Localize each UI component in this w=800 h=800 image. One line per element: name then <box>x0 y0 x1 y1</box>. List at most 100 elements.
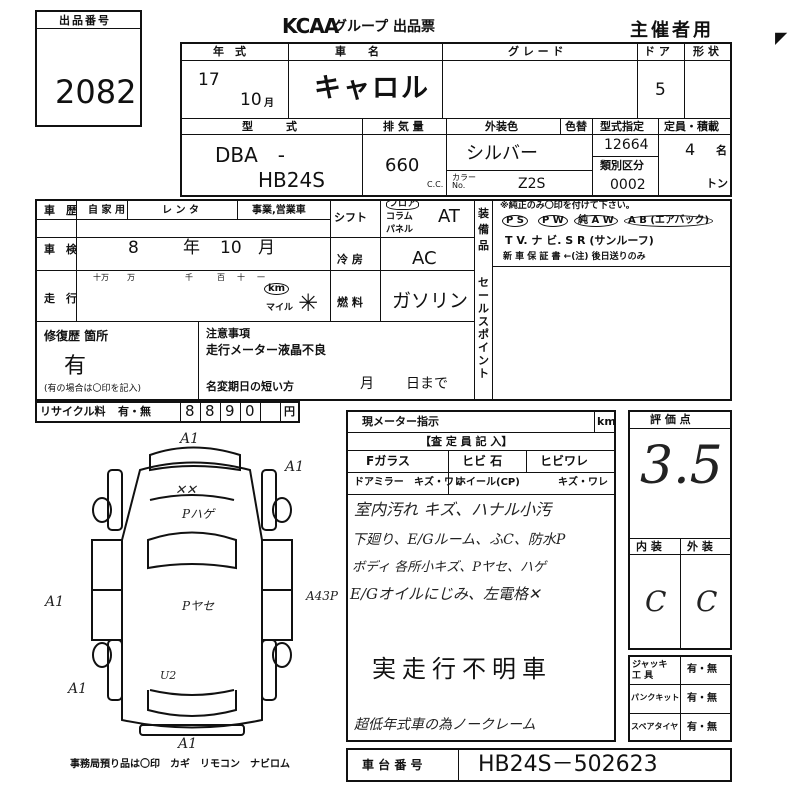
document-title: グループ 出品票 <box>333 19 436 35</box>
repair-note: (有の場合は〇印を記入) <box>44 384 142 394</box>
capacity-unit: 名 <box>716 144 727 157</box>
deadline-month: 月 <box>360 376 374 392</box>
month-unit: 月 <box>264 98 274 109</box>
class-value: 0002 <box>610 177 646 193</box>
mile-cross-mark: ✳ <box>298 289 319 317</box>
chip-label[interactable]: ヒビ 石 <box>462 454 503 468</box>
car-name-value: キャロル <box>314 73 430 104</box>
inspection-year-unit: 年 <box>183 238 200 258</box>
equipment-tv-navi[interactable]: T V. ナ ビ. S R (サンルーフ) <box>505 234 654 247</box>
shift-option-column[interactable]: コラム <box>386 212 413 222</box>
km-label[interactable]: km <box>264 283 290 295</box>
rating-score: 3.5 <box>640 436 723 496</box>
history-label: 車 歴 <box>44 204 77 217</box>
crack-label[interactable]: ヒビワレ <box>540 454 589 468</box>
recycle-choice[interactable]: 有・無 <box>118 405 151 418</box>
grade-label: グ レ ー ド <box>508 45 564 58</box>
history-option-private[interactable]: 自 家 用 <box>88 205 125 216</box>
recycle-label: リサイクル料 <box>40 405 106 418</box>
mileage-unit-100k: 十万 <box>93 273 109 282</box>
corner-mark-icon: ◤ <box>775 28 788 47</box>
chassis-label: 車 台 番 号 <box>362 758 423 772</box>
jack-value[interactable]: 有・無 <box>687 664 717 675</box>
car-name-label: 車 名 <box>335 45 379 58</box>
chassis-number: HB24S－502623 <box>478 752 658 777</box>
diagram-mark-rear-left: A1 <box>68 681 88 697</box>
diagram-rear-text: U2 <box>160 669 177 682</box>
exterior-label: 外 装 <box>687 540 713 553</box>
mile-label[interactable]: マイル <box>266 303 294 313</box>
equipment-note: ※純正のみ〇印を付けて下さい。 <box>500 201 635 211</box>
inspector-note-1: 室内汚れ キズ、ハナル小汚 <box>354 500 552 519</box>
history-block <box>35 199 732 401</box>
exterior-color-label: 外装色 <box>485 120 518 133</box>
shift-option-panel[interactable]: パネル <box>386 225 414 235</box>
shift-value: AT <box>438 206 460 227</box>
shift-option-floor[interactable]: フロア <box>386 199 420 210</box>
fuel-label: 燃 料 <box>337 296 363 309</box>
equipment-pw[interactable]: P W <box>538 215 568 227</box>
doors-value: 5 <box>655 80 666 100</box>
glass-label: Fガラス <box>366 454 410 468</box>
mileage-unit-10: 十 <box>237 273 245 282</box>
displacement-value: 660 <box>385 155 420 176</box>
inspector-footnote: 超低年式車の為ノークレーム <box>354 717 536 733</box>
mileage-unit-10k: 万 <box>127 273 135 282</box>
type-spec-value: 12664 <box>604 137 649 153</box>
wheel-value[interactable]: キズ・ワレ <box>558 477 608 488</box>
equipment-ps[interactable]: P S <box>502 215 529 227</box>
month-value: 10 <box>240 90 262 110</box>
lot-number-value: 2082 <box>55 73 137 111</box>
exterior-color-value: シルバー <box>466 143 538 164</box>
ac-label: 冷 房 <box>337 253 363 266</box>
inspector-block <box>346 410 616 742</box>
recycle-digit-2: 8 <box>205 402 215 420</box>
ac-value: AC <box>412 248 437 269</box>
doors-label: ド ア <box>644 45 670 58</box>
inspector-note-4: E/Gオイルにじみ、左電格✕ <box>350 585 541 603</box>
model-code: DBA - <box>215 143 286 167</box>
capacity-value: 4 <box>685 140 696 159</box>
meter-label: 現メーター指示 <box>362 415 439 428</box>
sale-point-label: セールスポイント <box>478 276 489 380</box>
conclusion-text: 実走行不明車 <box>372 655 552 683</box>
vehicle-info-block <box>180 42 732 197</box>
mileage-unit-100: 百 <box>217 273 225 282</box>
inspection-year: 8 <box>128 238 139 258</box>
spare-tire-label: スペアタイヤ <box>631 722 679 731</box>
class-label: 類別区分 <box>600 159 644 172</box>
equipment-aw[interactable]: 純 A W <box>574 215 618 227</box>
mileage-label: 走 行 <box>44 292 77 305</box>
attention-label: 注意事項 <box>206 327 250 340</box>
recycle-fee-row <box>35 401 300 423</box>
diagram-side-code: A43P <box>306 589 339 603</box>
jack-label: ジャッキ 工 具 <box>632 660 668 681</box>
mirror-value[interactable]: キズ・ワレ <box>414 477 464 488</box>
organizer-copy-label: 主催者用 <box>630 20 714 41</box>
type-spec-label: 型式指定 <box>600 120 644 133</box>
history-option-rental[interactable]: レ ン タ <box>162 205 199 216</box>
equipment-warranty[interactable]: 新 車 保 証 書 ←(注) 後日送りのみ <box>503 252 646 262</box>
interior-label: 内 装 <box>636 540 662 553</box>
history-option-business[interactable]: 事業,営業車 <box>252 205 306 216</box>
diagram-mark-front-right: A1 <box>285 459 305 475</box>
recycle-unit: 円 <box>284 405 295 418</box>
interior-value: C <box>645 585 667 618</box>
model-label: 型 式 <box>242 120 297 133</box>
puncture-kit-value[interactable]: 有・無 <box>687 693 717 704</box>
equipment-airbag[interactable]: A B (エアバック) <box>624 215 714 227</box>
repair-label: 修復歴 箇所 <box>44 329 109 343</box>
inspector-note-2: 下廻り、E/Gルーム、ふC、防水P <box>352 532 566 548</box>
shift-label: シフト <box>334 211 367 224</box>
meter-unit: km <box>597 415 616 428</box>
inspector-note-3: ボディ 各所小キズ、Pヤセ、ハゲ <box>352 560 546 575</box>
spare-tire-value[interactable]: 有・無 <box>687 722 717 733</box>
model-sub: HB24S <box>258 168 325 192</box>
diagram-mark-rear: A1 <box>178 736 198 752</box>
year-value: 17 <box>198 70 220 90</box>
displacement-unit: C.C. <box>427 180 444 189</box>
recycle-digit-1: 8 <box>185 402 195 420</box>
diagram-mark-left: A1 <box>45 594 65 610</box>
color-code-value: Z2S <box>518 176 546 192</box>
puncture-kit-label: パンクキット <box>631 693 680 702</box>
